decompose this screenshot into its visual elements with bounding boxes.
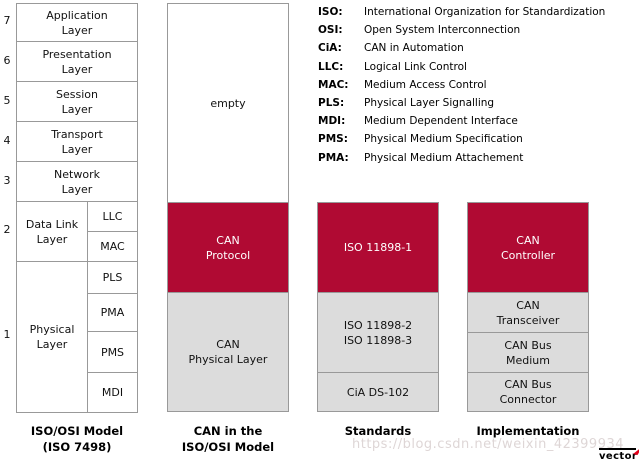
- legend-abbr: PMS:: [318, 133, 348, 146]
- legend-abbr: LLC:: [318, 60, 344, 73]
- osi-physical-layer-cell: Physical Layer: [16, 261, 88, 413]
- legend-row-cia: CiA: CAN in Automation: [318, 39, 605, 57]
- layer-number-6: 6: [3, 54, 11, 67]
- mdi-cell: MDI: [87, 372, 138, 413]
- can-column-caption: CAN in the ISO/OSI Model: [181, 424, 275, 454]
- legend-abbr: CiA:: [318, 42, 342, 55]
- legend-definition: CAN in Automation: [364, 42, 464, 55]
- layer-number-2: 2: [3, 223, 11, 236]
- watermark-url: https://blog.csdn.net/weixin_42399934: [352, 437, 625, 452]
- can-bus-connector-cell: CAN Bus Connector: [467, 372, 589, 412]
- can-controller-cell: CAN Controller: [467, 202, 589, 293]
- iso-11898-2-3-cell: ISO 11898-2 ISO 11898-3: [317, 292, 439, 373]
- legend-definition: Physical Medium Attachement: [364, 151, 524, 164]
- legend-abbr: ISO:: [318, 6, 343, 18]
- legend-abbr: OSI:: [318, 24, 343, 37]
- osi-presentation-layer-cell: Presentation Layer: [16, 41, 138, 82]
- osi-network-layer-cell: Network Layer: [16, 161, 138, 202]
- empty-layers-cell: empty: [167, 3, 289, 203]
- osi-transport-layer-cell: Transport Layer: [16, 121, 138, 162]
- legend-row-iso: ISO: International Organization for Stan…: [318, 3, 605, 21]
- iso-11898-1-cell: ISO 11898-1: [317, 202, 439, 293]
- legend-definition: International Organization for Standardi…: [364, 6, 606, 18]
- can-bus-medium-cell: CAN Bus Medium: [467, 332, 589, 373]
- layer-number-4: 4: [3, 134, 11, 147]
- can-protocol-cell: CAN Protocol: [167, 202, 289, 293]
- cia-ds-102-cell: CiA DS-102: [317, 372, 439, 412]
- can-transceiver-cell: CAN Transceiver: [467, 292, 589, 333]
- legend-row-pma: PMA: Physical Medium Attachement: [318, 149, 605, 167]
- legend-abbr: MDI:: [318, 115, 346, 128]
- abbreviation-legend: ISO: International Organization for Stan…: [318, 3, 605, 167]
- pma-cell: PMA: [87, 293, 138, 332]
- legend-row-mdi: MDI: Medium Dependent Interface: [318, 112, 605, 130]
- osi-session-layer-cell: Session Layer: [16, 81, 138, 122]
- legend-abbr: PMA:: [318, 151, 349, 164]
- legend-definition: Medium Dependent Interface: [364, 115, 518, 128]
- legend-row-pms: PMS: Physical Medium Specification: [318, 130, 605, 148]
- standards-caption: Standards: [344, 424, 412, 438]
- pms-cell: PMS: [87, 331, 138, 373]
- layer-number-1: 1: [3, 328, 11, 341]
- layer-number-3: 3: [3, 174, 11, 187]
- llc-cell: LLC: [87, 201, 138, 232]
- mac-cell: MAC: [87, 231, 138, 262]
- legend-row-osi: OSI: Open System Interconnection: [318, 21, 605, 39]
- legend-abbr: MAC:: [318, 78, 349, 91]
- implementation-caption: Implementation: [476, 424, 580, 438]
- pls-cell: PLS: [87, 261, 138, 294]
- osi-model-caption: ISO/OSI Model (ISO 7498): [30, 424, 124, 454]
- vector-logo-arrow-icon: [633, 441, 639, 455]
- osi-application-layer-cell: Application Layer: [16, 3, 138, 42]
- legend-definition: Logical Link Control: [364, 60, 467, 73]
- legend-definition: Medium Access Control: [364, 78, 487, 91]
- layer-number-5: 5: [3, 94, 11, 107]
- vector-logo: vector: [599, 448, 639, 462]
- layer-number-7: 7: [3, 14, 11, 27]
- legend-definition: Physical Medium Specification: [364, 133, 523, 146]
- legend-abbr: PLS:: [318, 97, 345, 110]
- legend-definition: Physical Layer Signalling: [364, 97, 495, 110]
- legend-row-mac: MAC: Medium Access Control: [318, 76, 605, 94]
- osi-data-link-layer-cell: Data Link Layer: [16, 201, 88, 262]
- legend-row-pls: PLS: Physical Layer Signalling: [318, 94, 605, 112]
- can-physical-layer-cell: CAN Physical Layer: [167, 292, 289, 412]
- legend-row-llc: LLC: Logical Link Control: [318, 58, 605, 76]
- vector-logo-wordmark: vector: [599, 448, 637, 462]
- legend-definition: Open System Interconnection: [364, 24, 521, 37]
